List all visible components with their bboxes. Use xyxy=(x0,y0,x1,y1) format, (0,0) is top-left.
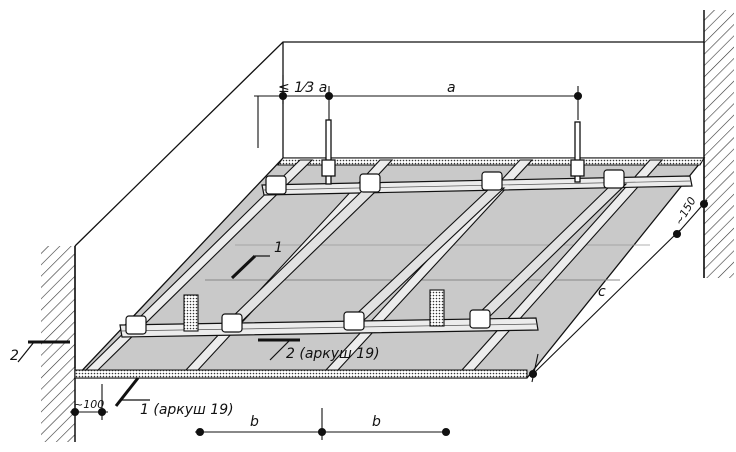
label-b-right: b xyxy=(372,414,381,430)
label-a: a xyxy=(447,80,456,96)
label-section-2-sheet: 2 (аркуш 19) xyxy=(286,346,380,362)
cross-connector-clip-icon xyxy=(265,175,287,195)
label-c: c xyxy=(598,284,606,300)
cross-connector-clip-icon xyxy=(469,309,491,329)
cross-connector-clip-icon xyxy=(603,169,625,189)
room-outline xyxy=(74,41,705,368)
label-offset-150: ~150 xyxy=(672,195,698,228)
connector-clips-back xyxy=(265,169,625,195)
cross-connector-clip-icon xyxy=(359,173,381,193)
cross-connector-clip-icon xyxy=(343,311,365,331)
left-wall-hatching xyxy=(41,246,76,442)
section-markers xyxy=(17,254,300,407)
cross-profiles xyxy=(222,183,628,326)
connector-clips-front xyxy=(125,309,491,335)
dimension-lines xyxy=(70,75,709,440)
label-b-left: b xyxy=(250,414,259,430)
label-offset-100: ~100 xyxy=(74,398,104,411)
front-hanger-brackets xyxy=(183,289,445,332)
label-section-1: 1 xyxy=(274,240,283,256)
label-a-fraction: ≤ 1⁄3 a xyxy=(278,80,327,96)
right-wall-hatching xyxy=(703,10,734,278)
label-section-1-sheet: 1 (аркуш 19) xyxy=(140,402,234,418)
cross-connector-clip-icon xyxy=(221,313,243,333)
cross-connector-clip-icon xyxy=(481,171,503,191)
cross-connector-clip-icon xyxy=(125,315,147,335)
label-section-2: 2 xyxy=(10,348,19,364)
